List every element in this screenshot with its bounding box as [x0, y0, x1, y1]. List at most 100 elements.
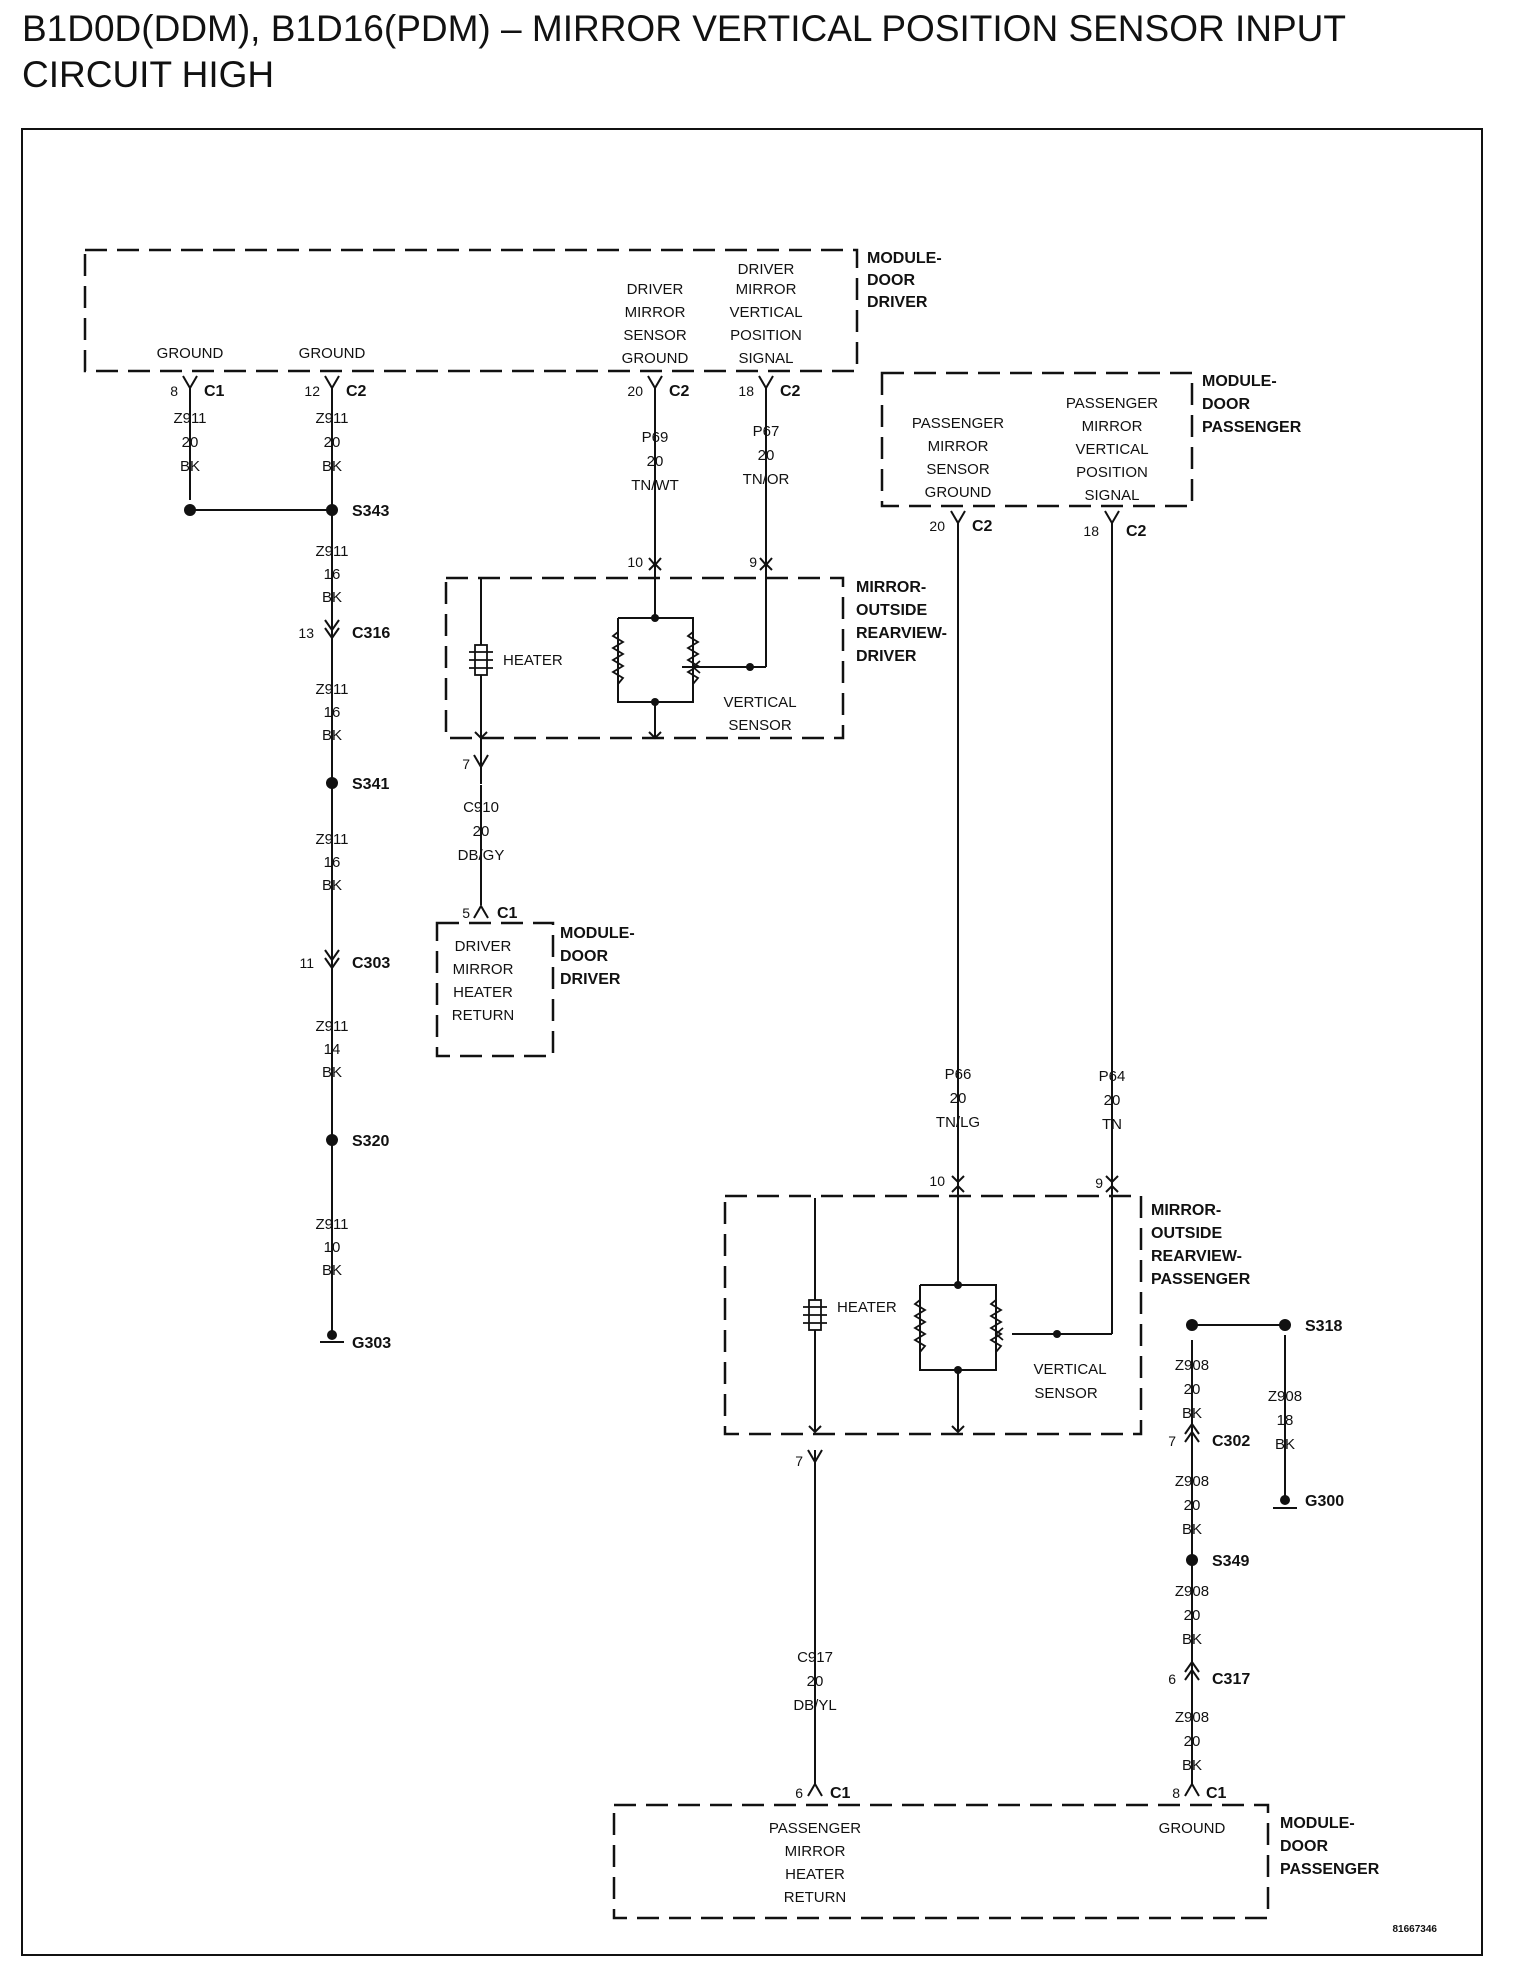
pin-number: 6 — [1168, 1671, 1176, 1687]
sensor-label: SENSOR — [1034, 1385, 1098, 1402]
pin-label: POSITION — [730, 327, 802, 344]
pin-number: 10 — [627, 554, 643, 570]
wire-label: Z911 — [315, 1018, 348, 1035]
pin-label: DRIVER — [455, 938, 512, 955]
pin-label: SENSOR — [926, 461, 990, 478]
splice-label: S343 — [352, 503, 389, 520]
mirror-driver-box — [444, 576, 845, 740]
connector-label: C2 — [1126, 523, 1147, 540]
splice-label: S349 — [1212, 1553, 1249, 1570]
splice-dot — [1186, 1319, 1198, 1331]
wire-label: BK — [1182, 1405, 1202, 1422]
pin-label: MIRROR — [453, 961, 514, 978]
connector-label: C2 — [972, 518, 993, 535]
splice-dot — [1186, 1554, 1198, 1566]
wire-label: P69 — [642, 429, 669, 446]
wire-label: C917 — [797, 1649, 833, 1666]
ddm-heater-name: DRIVER — [560, 971, 621, 988]
wire-label: Z911 — [173, 410, 206, 427]
wire-label: Z908 — [1175, 1357, 1209, 1374]
mirror-passenger-box — [723, 1194, 1143, 1436]
mirror-passenger-name: REARVIEW- — [1151, 1248, 1242, 1265]
title-line-2: CIRCUIT HIGH — [22, 54, 275, 95]
splice-dot — [326, 1134, 338, 1146]
wire-label: 20 — [473, 823, 490, 840]
heater-label: HEATER — [503, 652, 563, 669]
pin-number: 18 — [1083, 523, 1099, 539]
wire-label: BK — [1182, 1757, 1202, 1774]
connector-label: C1 — [1206, 1785, 1227, 1802]
pin-label: MIRROR — [736, 281, 797, 298]
wire-label: BK — [1182, 1521, 1202, 1538]
wire-label: 20 — [182, 434, 199, 451]
pin-number: 8 — [1172, 1785, 1180, 1801]
pin-label: HEATER — [453, 984, 513, 1001]
mirror-driver-name: OUTSIDE — [856, 602, 927, 619]
heater-label: HEATER — [837, 1299, 897, 1316]
wire-label: 10 — [324, 1239, 341, 1256]
pin-number: 11 — [299, 955, 314, 971]
splice-dot — [1279, 1319, 1291, 1331]
mirror-passenger-name: MIRROR- — [1151, 1202, 1221, 1219]
wire-label: 18 — [1277, 1412, 1294, 1429]
pin-number: 7 — [795, 1453, 803, 1469]
wire-label: 20 — [1184, 1607, 1201, 1624]
ground-label: G300 — [1305, 1493, 1344, 1510]
wire-label: Z908 — [1175, 1709, 1209, 1726]
pin-number: 18 — [738, 383, 754, 399]
pin-label: SENSOR — [623, 327, 687, 344]
wire-label: BK — [322, 727, 342, 744]
connector-label: C303 — [352, 955, 390, 972]
pin-label: SIGNAL — [1084, 487, 1139, 504]
connector-label: C302 — [1212, 1433, 1250, 1450]
splice-dot — [326, 777, 338, 789]
pin-number: 10 — [929, 1173, 945, 1189]
wire-label: P67 — [753, 423, 780, 440]
connector-label: C2 — [346, 383, 367, 400]
connector-label: C1 — [204, 383, 225, 400]
connector-label: C316 — [352, 625, 390, 642]
pin-label: MIRROR — [785, 1843, 846, 1860]
sensor-label: SENSOR — [728, 717, 792, 734]
ddm-top-name-2: DOOR — [867, 272, 915, 289]
pdm-top-box — [880, 371, 1194, 508]
pin-label: PASSENGER — [1066, 395, 1158, 412]
ddm-top-name-3: DRIVER — [867, 294, 928, 311]
wire-label: 16 — [324, 854, 341, 871]
pin-number: 6 — [795, 1785, 803, 1801]
wire-label: TN/WT — [631, 477, 678, 494]
splice-dot — [326, 504, 338, 516]
wire-label: 20 — [758, 447, 775, 464]
pin-number: 20 — [627, 383, 643, 399]
ddm-heater-name: MODULE- — [560, 925, 635, 942]
connector-label: C1 — [497, 905, 518, 922]
pin-label: SIGNAL — [738, 350, 793, 367]
pin-label: VERTICAL — [1075, 441, 1148, 458]
wire-label: Z911 — [315, 831, 348, 848]
diagram-frame — [21, 128, 1483, 1956]
pin-number: 9 — [749, 554, 757, 570]
pin-label: GROUND — [1159, 1820, 1226, 1837]
wire-label: 16 — [324, 704, 341, 721]
wire-label: 20 — [950, 1090, 967, 1107]
wire-label: TN/OR — [743, 471, 790, 488]
pin-number: 8 — [170, 383, 178, 399]
wire-label: P66 — [945, 1066, 972, 1083]
mirror-driver-name: REARVIEW- — [856, 625, 947, 642]
wire-label: P64 — [1099, 1068, 1126, 1085]
wire-label: BK — [1182, 1631, 1202, 1648]
pin-label: MIRROR — [625, 304, 686, 321]
pin-label-ground-c2: GROUND — [299, 345, 366, 362]
wire-label: Z911 — [315, 1216, 348, 1233]
ddm-top-name-1: MODULE- — [867, 250, 942, 267]
pdm-bottom-name: PASSENGER — [1280, 1861, 1380, 1878]
wire-label: BK — [322, 877, 342, 894]
wire-label: BK — [322, 1064, 342, 1081]
connector-label: C317 — [1212, 1671, 1250, 1688]
pin-number: 13 — [298, 625, 314, 641]
wire-label: TN/LG — [936, 1114, 980, 1131]
document-id: 81667346 — [1393, 1924, 1438, 1935]
wire-label: BK — [322, 1262, 342, 1279]
pin-label: VERTICAL — [729, 304, 802, 321]
connector-label: C2 — [669, 383, 690, 400]
